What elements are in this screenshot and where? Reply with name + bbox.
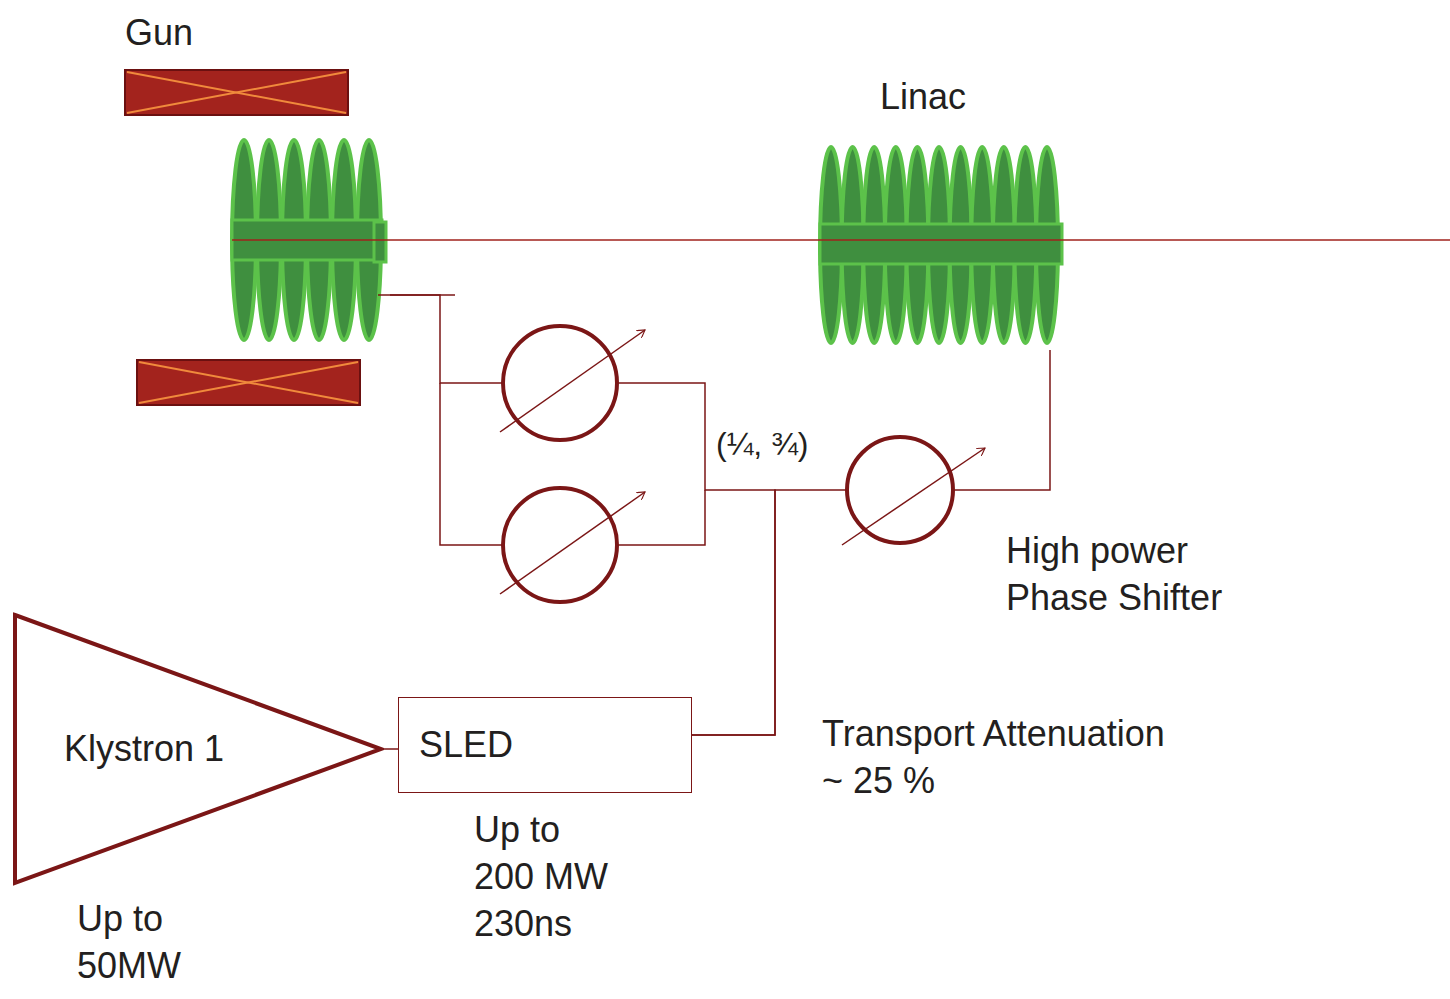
klystron-triangle: Klystron 1	[12, 612, 384, 886]
solenoid-coil-top	[125, 70, 348, 115]
klystron-outline	[15, 615, 381, 883]
phase-shifter-arrow	[842, 448, 985, 545]
coil-cross	[139, 362, 358, 403]
beam-line	[232, 239, 1450, 241]
annotation-label: Up to 50MW	[77, 896, 217, 990]
node-label: Linac	[880, 74, 1065, 121]
cavity-band	[820, 224, 1062, 264]
waveguide-connector	[390, 295, 775, 735]
linac-node: Linac	[815, 70, 1065, 350]
phase-shifter-circle	[503, 326, 617, 440]
phase-shifter-arrow	[500, 330, 645, 432]
annotation-label: Up to 200 MW 230ns	[474, 807, 624, 947]
phase-shifter-arrow	[500, 492, 645, 594]
node-label: Gun	[125, 10, 390, 57]
waveguide	[378, 294, 455, 296]
coil-cross	[139, 362, 358, 403]
annotation-label: Transport Attenuation ~ 25 %	[822, 711, 1182, 805]
linac-cavity	[820, 147, 1062, 343]
solenoid-coil-bottom	[137, 360, 360, 405]
coil-cross	[127, 72, 346, 113]
sled-box: SLED	[398, 697, 692, 793]
cavity-flange	[374, 222, 386, 262]
coil-cross	[127, 72, 346, 113]
phase-shifter	[500, 326, 985, 602]
node-label: Klystron 1	[64, 726, 224, 773]
annotation-label: (¼, ¾)	[716, 424, 846, 466]
phase-shifter-circle	[503, 488, 617, 602]
waveguide-connector	[384, 748, 398, 750]
waveguide-connector	[692, 350, 1050, 735]
annotation-label: High power Phase Shifter	[1006, 528, 1276, 622]
node-label: SLED	[419, 722, 513, 769]
gun-node: Gun	[118, 4, 390, 408]
high-power-phase-shifter-circle	[847, 437, 953, 543]
